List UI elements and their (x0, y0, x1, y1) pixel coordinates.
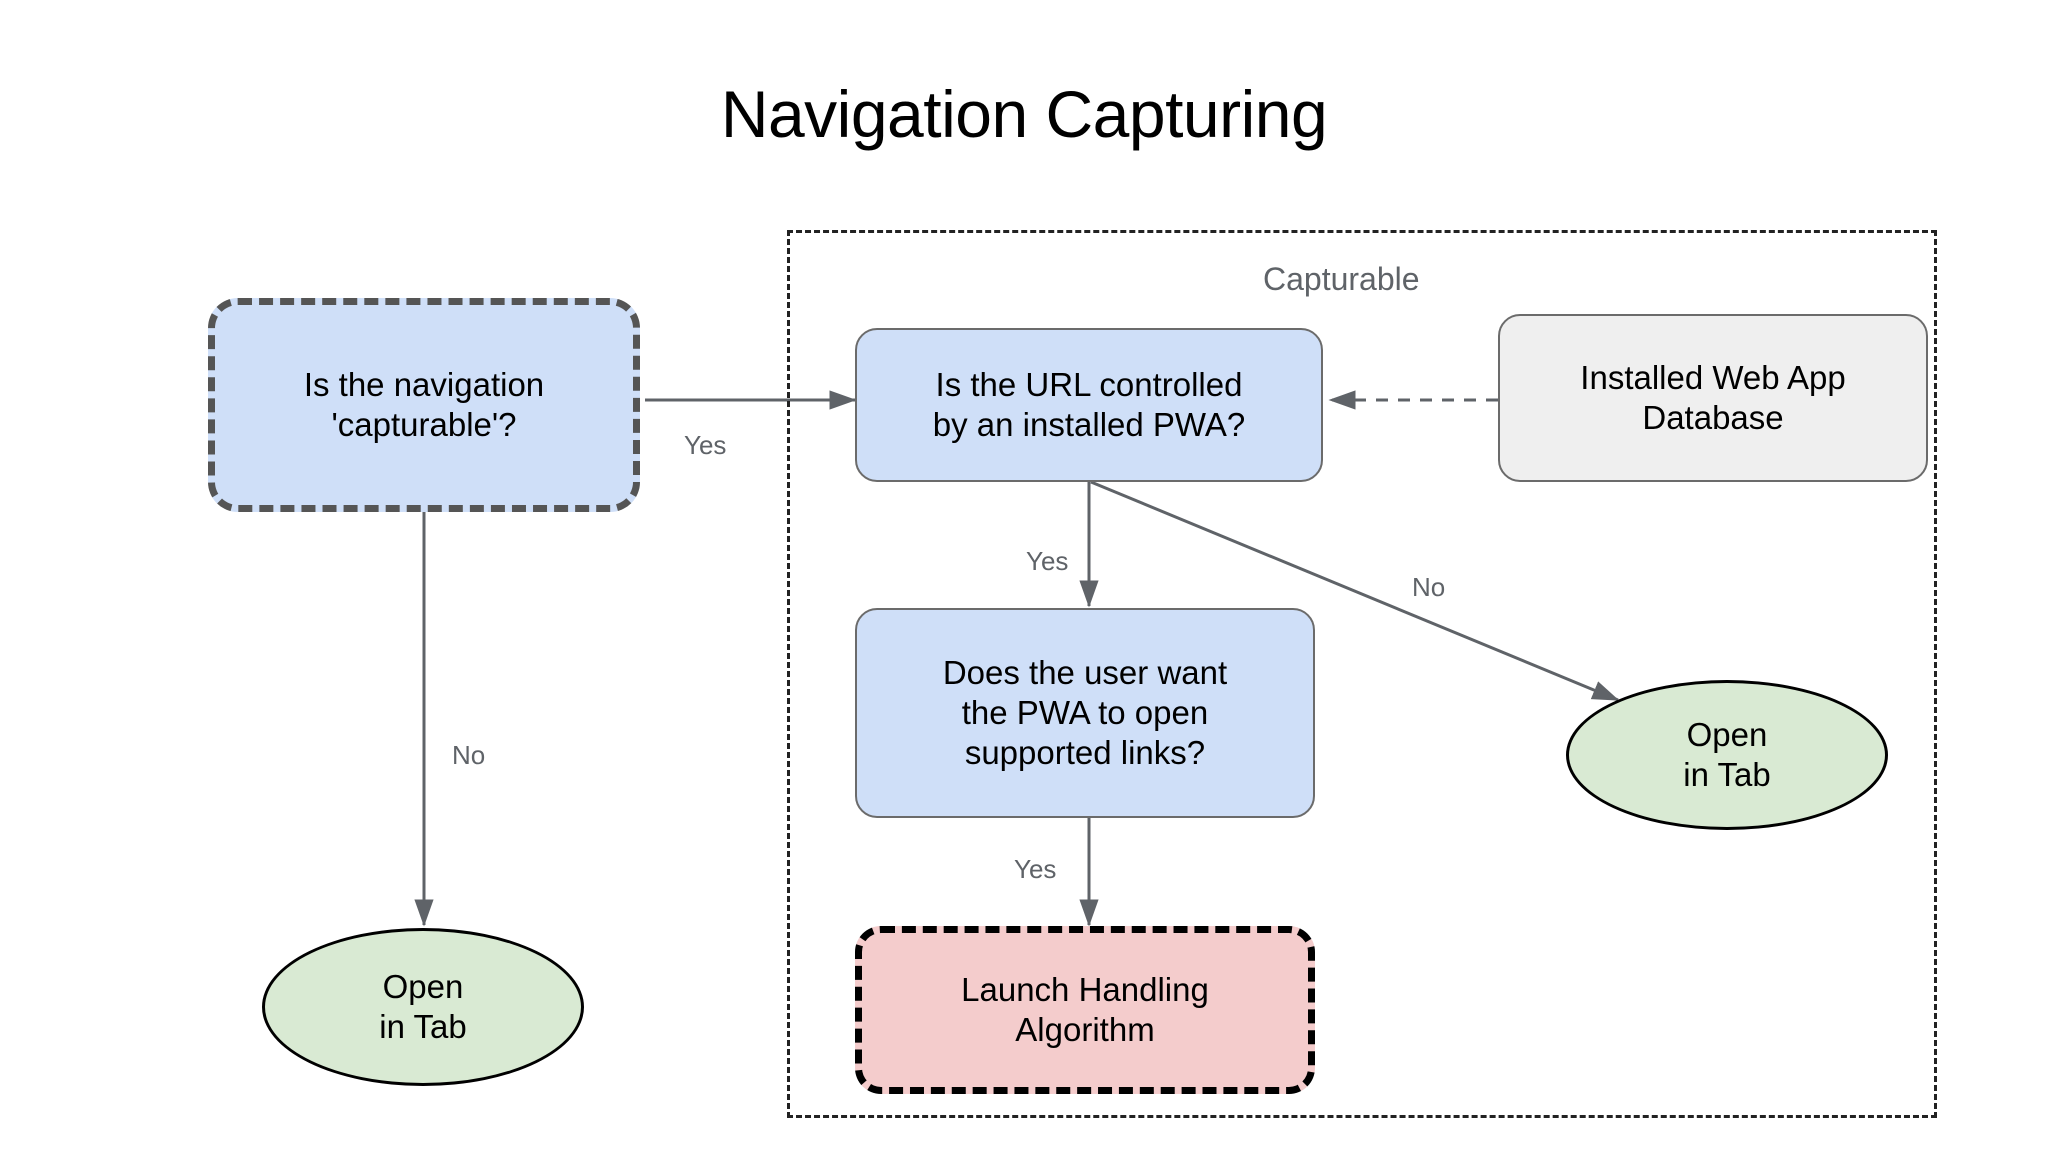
capturable-group-container (787, 230, 1937, 1118)
edge-label-userwant-yes: Yes (1014, 854, 1057, 884)
edge-label-url-yes: Yes (1026, 546, 1069, 576)
node-installed-web-app-database[interactable]: Installed Web App Database (1498, 314, 1928, 482)
node-is-navigation-capturable[interactable]: Is the navigation 'capturable'? (208, 298, 640, 512)
node-is-url-controlled-by-pwa[interactable]: Is the URL controlled by an installed PW… (855, 328, 1323, 482)
node-open-in-tab-right[interactable]: Open in Tab (1566, 680, 1888, 830)
node-does-user-want-pwa-open-links[interactable]: Does the user want the PWA to open suppo… (855, 608, 1315, 818)
edge-label-capturable-yes: Yes (684, 430, 727, 460)
capturable-group-label: Capturable (1263, 261, 1420, 297)
node-open-in-tab-left[interactable]: Open in Tab (262, 928, 584, 1086)
node-launch-handling-algorithm[interactable]: Launch Handling Algorithm (855, 926, 1315, 1094)
page-title: Navigation Capturing (720, 77, 1328, 151)
edge-label-url-no: No (1412, 572, 1446, 602)
edge-label-capturable-no: No (452, 740, 486, 770)
